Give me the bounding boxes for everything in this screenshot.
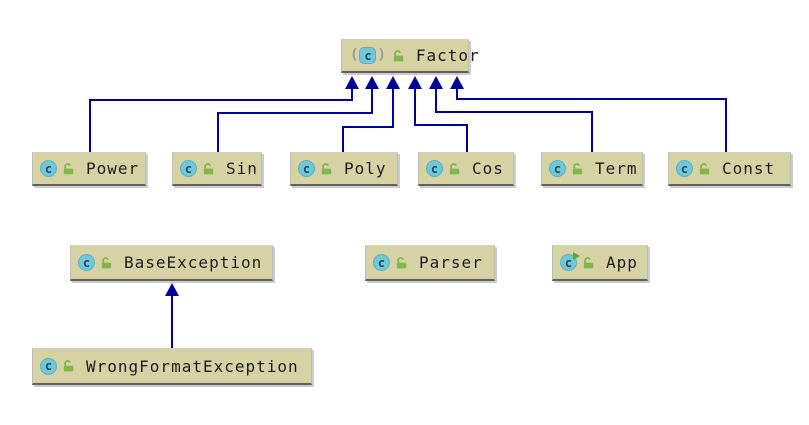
edge-segment bbox=[591, 111, 593, 152]
edge-segment bbox=[725, 98, 727, 152]
class-icon: c bbox=[78, 254, 95, 271]
edge-segment bbox=[171, 295, 173, 348]
class-node-factor[interactable]: ( c ) Factor bbox=[341, 39, 479, 73]
unlocked-padlock-icon bbox=[201, 162, 215, 176]
class-node-parser[interactable]: c Parser bbox=[365, 245, 495, 281]
runnable-class-icon: c bbox=[560, 252, 580, 271]
unlocked-padlock-icon bbox=[447, 162, 461, 176]
unlocked-padlock-icon bbox=[581, 256, 595, 270]
edge-segment bbox=[342, 126, 344, 152]
class-node-baseexception[interactable]: c BaseException bbox=[70, 245, 273, 281]
class-name-label: Cos bbox=[472, 159, 504, 178]
class-name-label: Sin bbox=[226, 159, 258, 178]
inheritance-arrowhead-icon bbox=[365, 76, 379, 89]
class-node-const[interactable]: c Const bbox=[668, 152, 791, 186]
edge-segment bbox=[351, 87, 353, 101]
class-badge-letter: c bbox=[364, 48, 372, 63]
edge-segment bbox=[89, 99, 353, 101]
class-icon: c bbox=[180, 160, 197, 177]
edge-segment bbox=[89, 99, 91, 152]
edge-segment bbox=[392, 87, 394, 128]
inheritance-arrowhead-icon bbox=[429, 76, 443, 89]
class-icon: c bbox=[373, 254, 390, 271]
edge-segment bbox=[342, 126, 394, 128]
class-node-term[interactable]: c Term bbox=[541, 152, 643, 186]
edge-segment bbox=[217, 112, 373, 114]
class-icon: c bbox=[549, 160, 566, 177]
edge-segment bbox=[371, 87, 373, 114]
unlocked-padlock-icon bbox=[697, 162, 711, 176]
class-icon: c bbox=[40, 160, 57, 177]
class-name-label: Term bbox=[595, 159, 638, 178]
run-triangle-icon bbox=[573, 252, 580, 260]
class-name-label: App bbox=[606, 253, 638, 272]
inheritance-arrowhead-icon bbox=[165, 283, 179, 296]
class-name-label: BaseException bbox=[124, 253, 263, 272]
edge-segment bbox=[414, 124, 468, 126]
edge-segment bbox=[414, 87, 416, 126]
class-name-label: Poly bbox=[344, 159, 387, 178]
class-badge-letter: c bbox=[82, 255, 91, 270]
class-name-label: Parser bbox=[419, 253, 483, 272]
class-node-poly[interactable]: c Poly bbox=[290, 152, 398, 186]
inheritance-arrowhead-icon bbox=[386, 76, 400, 89]
abstract-class-icon: ( c ) bbox=[349, 47, 387, 64]
class-node-app[interactable]: c App bbox=[552, 245, 648, 281]
class-badge-letter: c bbox=[553, 161, 562, 176]
abstract-paren-close: ) bbox=[377, 47, 386, 63]
class-badge-letter: c bbox=[302, 161, 311, 176]
unlocked-padlock-icon bbox=[391, 49, 405, 63]
class-icon: c bbox=[676, 160, 693, 177]
class-name-label: Power bbox=[86, 159, 140, 178]
class-node-sin[interactable]: c Sin bbox=[172, 152, 262, 186]
class-name-label: Factor bbox=[415, 46, 480, 65]
class-node-wrongformatexception[interactable]: c WrongFormatException bbox=[32, 348, 312, 385]
edge-segment bbox=[217, 112, 219, 152]
class-badge-letter: c bbox=[184, 161, 193, 176]
class-badge-letter: c bbox=[564, 255, 573, 270]
unlocked-padlock-icon bbox=[99, 256, 113, 270]
edge-segment bbox=[456, 98, 727, 100]
abstract-paren-open: ( bbox=[350, 47, 359, 63]
edge-segment bbox=[435, 111, 593, 113]
edge-segment bbox=[466, 124, 468, 152]
class-icon: c bbox=[426, 160, 443, 177]
class-badge-letter: c bbox=[44, 161, 53, 176]
class-node-power[interactable]: c Power bbox=[32, 152, 146, 186]
inheritance-arrowhead-icon bbox=[408, 76, 422, 89]
class-badge-letter: c bbox=[680, 161, 689, 176]
unlocked-padlock-icon bbox=[394, 256, 408, 270]
class-badge-letter: c bbox=[377, 255, 386, 270]
unlocked-padlock-icon bbox=[61, 162, 75, 176]
edge-segment bbox=[435, 87, 437, 113]
class-name-label: Const bbox=[722, 159, 776, 178]
unlocked-padlock-icon bbox=[61, 359, 75, 373]
inheritance-arrowhead-icon bbox=[450, 76, 464, 89]
class-icon: c bbox=[40, 357, 57, 375]
class-icon: c bbox=[298, 160, 315, 177]
class-node-cos[interactable]: c Cos bbox=[418, 152, 514, 186]
class-name-label: WrongFormatException bbox=[86, 356, 299, 376]
unlocked-padlock-icon bbox=[319, 162, 333, 176]
class-badge-letter: c bbox=[44, 359, 53, 373]
inheritance-arrowhead-icon bbox=[345, 76, 359, 89]
class-badge-letter: c bbox=[430, 161, 439, 176]
unlocked-padlock-icon bbox=[570, 162, 584, 176]
edge-segment bbox=[456, 87, 458, 100]
